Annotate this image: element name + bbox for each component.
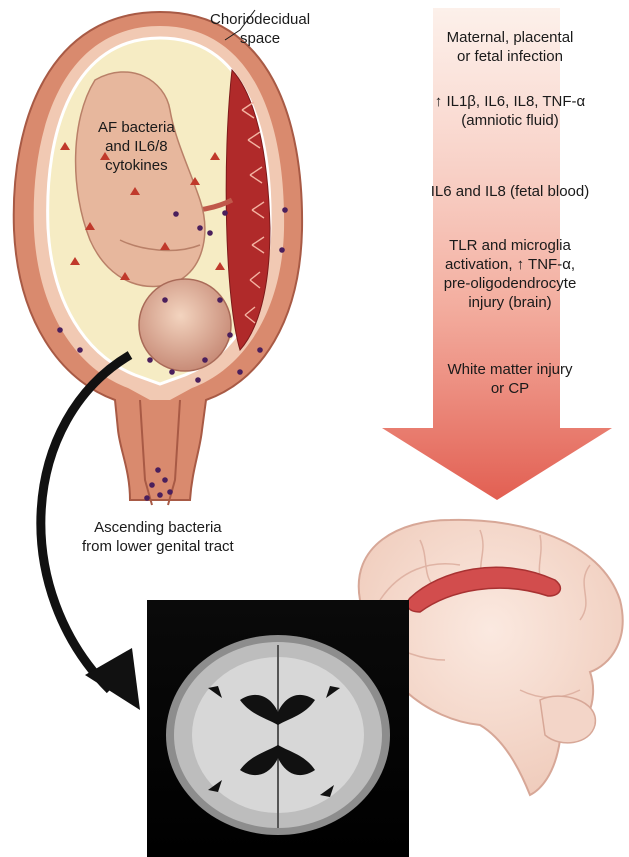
pathway-steps: Maternal, placental or fetal infection ↑… bbox=[395, 0, 625, 420]
pathway-step-infection: Maternal, placental or fetal infection bbox=[395, 28, 625, 66]
af-bacteria-label: AF bacteria and IL6/8 cytokines bbox=[98, 118, 175, 175]
pathway-step-brain-injury: TLR and microglia activation, ↑ TNF-α, p… bbox=[395, 236, 625, 312]
pathway-step-outcome: White matter injury or CP bbox=[395, 360, 625, 398]
choriodecidual-space-label: Choriodecidual space bbox=[210, 10, 310, 48]
pathway-step-fetal-blood: IL6 and IL8 (fetal blood) bbox=[395, 182, 625, 201]
ascending-bacteria-label: Ascending bacteria from lower genital tr… bbox=[82, 518, 234, 556]
pathway-step-amniotic-cytokines: ↑ IL1β, IL6, IL8, TNF-α (amniotic fluid) bbox=[395, 92, 625, 130]
mri-image bbox=[147, 600, 409, 857]
